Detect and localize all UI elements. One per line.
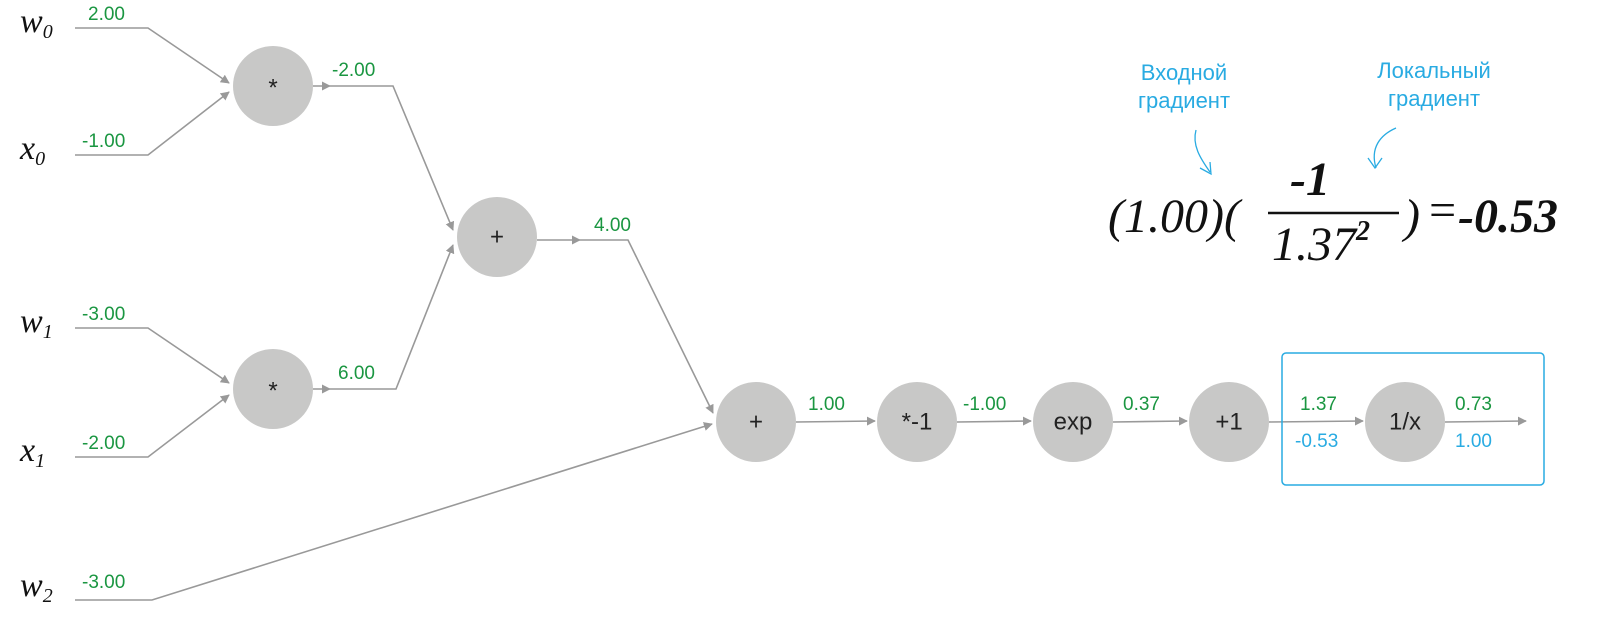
formula-result: -0.53 [1458,190,1558,243]
input-label-x1: x1 [19,432,45,472]
formula-upstream: (1.00)( [1108,190,1243,243]
gradient-formula: (1.00)( -1 1.372 ) = -0.53 [1108,153,1558,271]
annotation-arrow-local-icon [1367,127,1397,170]
edge-exp-plus1 [1112,416,1188,426]
formula-denominator: 1.372 [1272,216,1370,271]
edge-x0-mul0 [75,91,230,156]
value-plus1-out: 1.37 [1300,394,1337,415]
node-op: * [268,378,277,405]
value-w0: 2.00 [88,4,125,25]
formula-numerator: -1 [1290,153,1330,206]
value-inv-out: 0.73 [1455,394,1492,415]
annotation-arrow-upstream-icon [1194,129,1212,176]
node-mul1: * [233,349,313,429]
node-neg: *-1 [877,382,957,462]
node-add1: + [716,382,796,462]
edge-plus1-inv [1268,416,1364,426]
node-op: *-1 [902,409,933,436]
value-exp-out: 0.37 [1123,394,1160,415]
value-mul0-out: -2.00 [332,60,375,81]
node-plus1: +1 [1189,382,1269,462]
formula-close: ) [1401,190,1420,243]
edge-w0-mul0 [75,27,230,84]
value-mul1-out: 6.00 [338,363,375,384]
input-label-w2: w2 [20,567,53,607]
node-exp: exp [1033,382,1113,462]
grad-plus1-out: -0.53 [1295,431,1338,452]
value-neg-out: -1.00 [963,394,1006,415]
value-x0: -1.00 [82,131,125,152]
edge-mul1-add0 [330,244,455,390]
node-add0: + [457,197,537,277]
node-op: + [490,224,504,251]
node-mul0: * [233,46,313,126]
highlight-box [1281,352,1545,486]
annotation-local-line2: градиент [1388,86,1480,111]
edge-neg-exp [956,416,1032,426]
edge-add0-add1 [580,239,714,414]
input-label-x0: x0 [19,130,45,170]
value-add0-out: 4.00 [594,215,631,236]
grad-inv-out: 1.00 [1455,431,1492,452]
annotation-upstream-line2: градиент [1138,88,1230,113]
input-label-w0: w0 [20,3,53,43]
value-w1: -3.00 [82,304,125,325]
node-op: + [749,409,763,436]
edge-w2-add1 [75,422,713,601]
annotation-local-line1: Локальный [1377,58,1491,83]
node-op: +1 [1215,409,1242,436]
annotation-upstream-line1: Входной [1141,60,1227,85]
edge-mul0-add0 [330,85,455,231]
formula-equals: = [1426,184,1458,237]
edge-w1-mul1 [75,327,230,384]
edge-inv-out [1444,416,1527,426]
value-add1-out: 1.00 [808,394,845,415]
node-op: 1/x [1389,409,1421,436]
value-w2: -3.00 [82,572,125,593]
edge-x1-mul1 [75,394,230,458]
node-op: exp [1054,409,1093,436]
node-inv: 1/x [1365,382,1445,462]
edge-add1-neg [795,416,876,426]
value-x1: -2.00 [82,433,125,454]
input-label-w1: w1 [20,303,53,343]
node-op: * [268,75,277,102]
